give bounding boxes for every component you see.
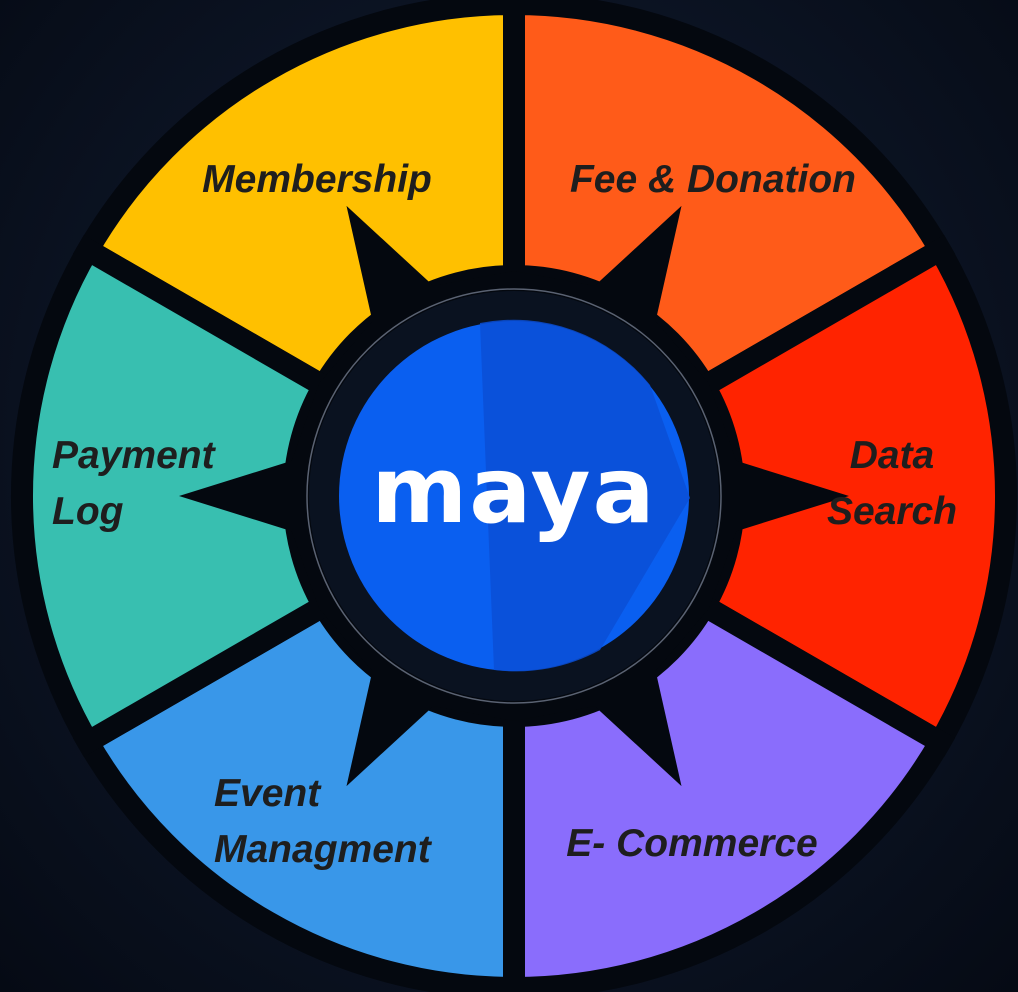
segment-label-line: Log xyxy=(52,490,124,533)
segment-label-line: Event xyxy=(214,772,322,815)
segment-label-e-commerce: E- Commerce xyxy=(566,822,817,865)
segments-layer xyxy=(10,0,1018,992)
segment-label-line: Membership xyxy=(202,158,432,201)
segment-label-fee-donation: Fee & Donation xyxy=(570,158,856,201)
segment-label-line: Fee & Donation xyxy=(570,158,856,201)
maya-logo: maya xyxy=(339,319,690,672)
segment-label-line: Data xyxy=(850,434,935,477)
logo-text: maya xyxy=(371,437,656,544)
segment-label-line: Managment xyxy=(214,828,433,871)
hub-ring-outline xyxy=(306,288,722,704)
segment-label-line: Payment xyxy=(52,434,217,477)
segment-label-line: Search xyxy=(827,490,957,533)
logo-shade xyxy=(480,319,690,672)
hub-layer: maya xyxy=(179,205,849,787)
segment-label-membership: Membership xyxy=(202,158,432,201)
segment-label-line: E- Commerce xyxy=(566,822,817,865)
